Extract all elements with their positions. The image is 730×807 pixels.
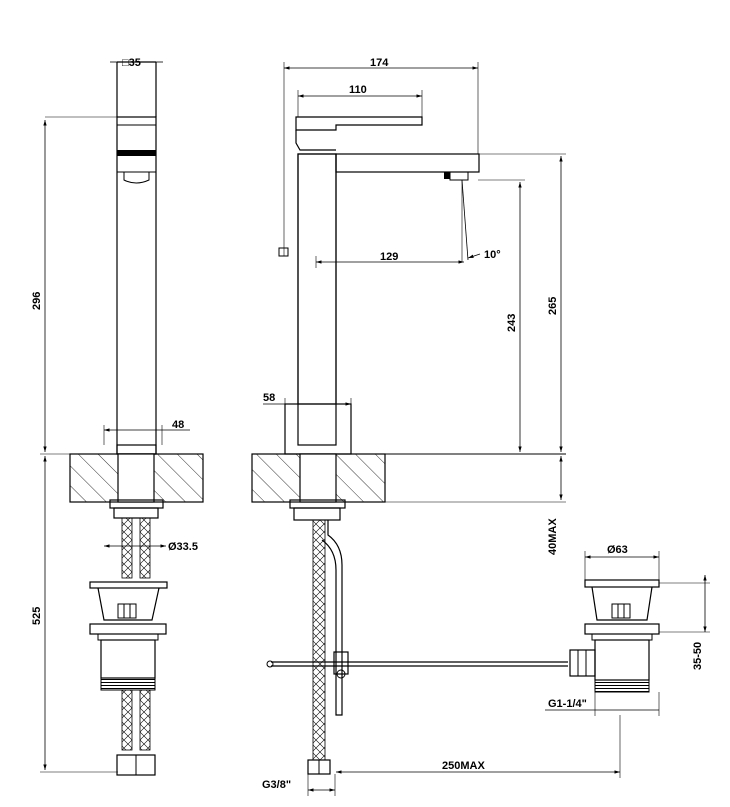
side-band bbox=[117, 150, 156, 156]
dim-525: 525 bbox=[31, 607, 43, 625]
dim-174: 174 bbox=[370, 57, 389, 69]
dim-48: 48 bbox=[172, 419, 184, 431]
dim-g38-thread: G3/8" bbox=[262, 779, 291, 791]
dim-129: 129 bbox=[380, 251, 398, 263]
dim-265: 265 bbox=[547, 297, 559, 315]
dim-side-width: □35 bbox=[122, 57, 141, 69]
side-view bbox=[40, 61, 204, 776]
dim-10-degrees: 10° bbox=[484, 249, 501, 261]
dim-250max: 250MAX bbox=[442, 760, 485, 772]
dim-296: 296 bbox=[31, 292, 43, 310]
dim-drain-dia: Ø63 bbox=[607, 544, 628, 556]
dim-110: 110 bbox=[349, 84, 367, 96]
dim-40max: 40MAX bbox=[547, 518, 559, 555]
dim-243: 243 bbox=[506, 314, 518, 332]
spout bbox=[335, 153, 480, 173]
dim-g1-thread: G1-1/4" bbox=[548, 698, 587, 710]
front-view bbox=[251, 62, 621, 796]
lever bbox=[295, 116, 423, 131]
dim-58: 58 bbox=[263, 392, 275, 404]
drain-view bbox=[545, 551, 710, 716]
front-body bbox=[297, 153, 337, 446]
dim-35-50: 35-50 bbox=[692, 642, 704, 670]
side-body bbox=[116, 116, 157, 455]
dim-pipe-dia: Ø33.5 bbox=[168, 541, 198, 553]
dimension-labels: □35 296 48 Ø33.5 525 174 110 129 10° 58 … bbox=[31, 57, 704, 791]
